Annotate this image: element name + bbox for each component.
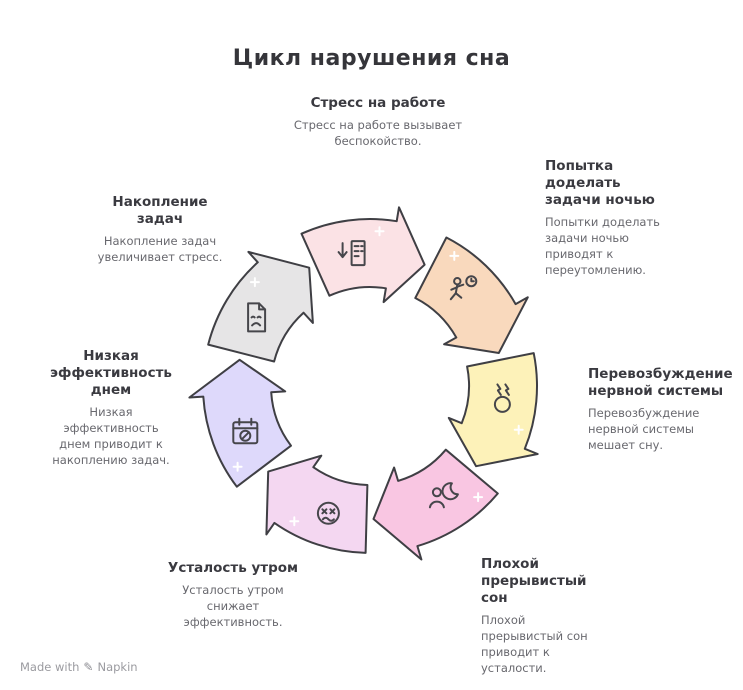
cycle-arrow-morning-fatigue bbox=[265, 454, 369, 554]
cycle-arrow-task-accumulation bbox=[207, 250, 314, 363]
segment-heading: Низкая эффективность днем bbox=[50, 348, 172, 398]
sparkle-accent bbox=[289, 516, 300, 527]
segment-heading: Усталость утром bbox=[167, 560, 299, 576]
segment-label-low-daytime-efficiency: Низкая эффективность днем Низкая эффекти… bbox=[48, 348, 174, 468]
segment-label-stress-at-work: Стресс на работе Стресс на работе вызыва… bbox=[287, 95, 469, 149]
cycle-arrow-nervous-system-overexcitation bbox=[447, 352, 539, 468]
napkin-pen-icon: ✎ bbox=[83, 660, 94, 674]
segment-description: Плохой прерывистый сон приводит к устало… bbox=[481, 612, 588, 675]
segment-label-morning-fatigue: Усталость утром Усталость утром снижает … bbox=[158, 560, 308, 630]
segment-label-nervous-system-overexcitation: Перевозбуждение нервной системы Перевозб… bbox=[588, 366, 733, 453]
segment-description: Низкая эффективность днем приводит к нак… bbox=[52, 404, 170, 467]
cycle-arrow-night-task-attempts bbox=[414, 236, 529, 354]
sparkle-accent bbox=[449, 250, 460, 261]
sparkle-accent bbox=[249, 277, 260, 288]
segment-heading: Стресс на работе bbox=[310, 95, 446, 111]
napkin-brand: Napkin bbox=[97, 660, 138, 674]
segment-description: Накопление задач увеличивает стресс. bbox=[97, 233, 223, 264]
segment-heading: Попытка доделать задачи ночью bbox=[545, 158, 655, 208]
segment-description: Усталость утром снижает эффективность. bbox=[182, 582, 284, 630]
segment-description: Попытки доделать задачи ночью приводят к… bbox=[545, 214, 660, 277]
segment-heading: Перевозбуждение нервной системы bbox=[588, 366, 733, 399]
segment-label-night-task-attempts: Попытка доделать задачи ночью Попытки до… bbox=[545, 158, 670, 278]
segment-label-poor-interrupted-sleep: Плохой прерывистый сон Плохой прерывисты… bbox=[481, 556, 609, 676]
cycle-arrow-stress-at-work bbox=[300, 206, 426, 304]
cycle-arrow-poor-interrupted-sleep bbox=[372, 448, 499, 561]
sparkle-accent bbox=[513, 424, 524, 435]
sparkle-accent bbox=[473, 492, 484, 503]
diagram-title: Цикл нарушения сна bbox=[232, 46, 511, 71]
sparkle-accent bbox=[374, 226, 385, 237]
segment-description: Стресс на работе вызывает беспокойство. bbox=[293, 117, 463, 148]
segment-label-task-accumulation: Накопление задач Накопление задач увелич… bbox=[90, 194, 230, 265]
segment-heading: Накопление задач bbox=[112, 194, 208, 227]
segment-heading: Плохой прерывистый сон bbox=[481, 556, 587, 606]
made-with-napkin: Made with ✎ Napkin bbox=[20, 660, 138, 674]
sparkle-accent bbox=[232, 461, 243, 472]
made-with-text: Made with bbox=[20, 660, 80, 674]
segment-description: Перевозбуждение нервной системы мешает с… bbox=[588, 405, 700, 452]
